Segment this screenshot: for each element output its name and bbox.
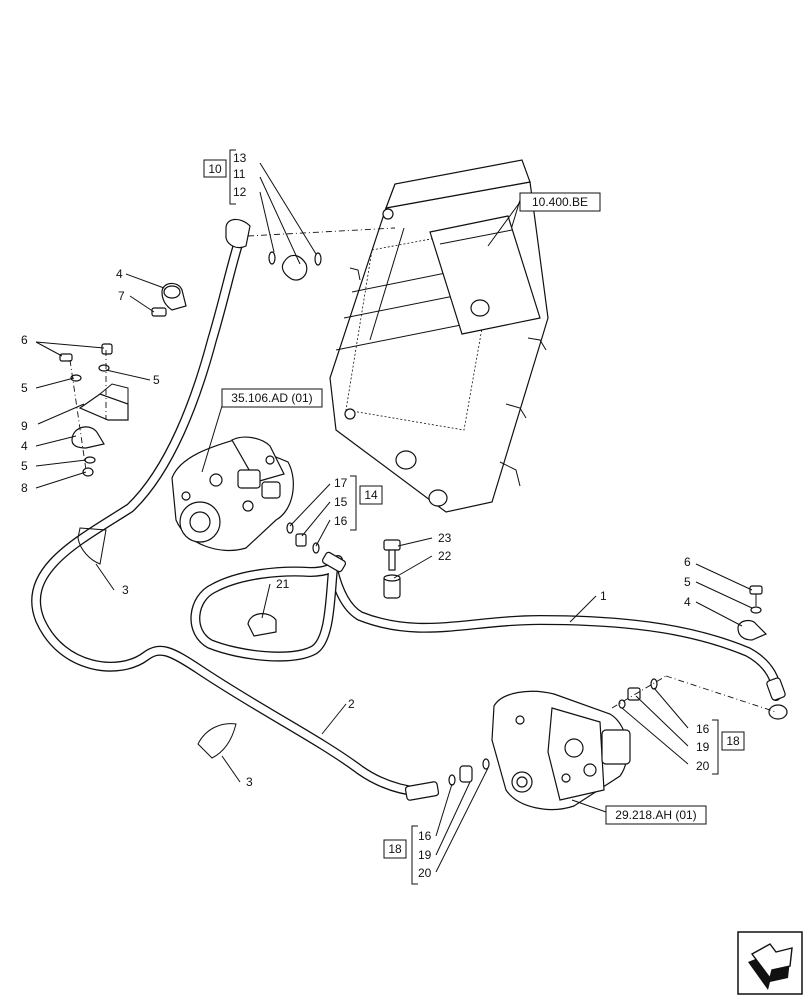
callouts: 13 11 12 4 7 6 5 5 9 4 5 8 17 15 16 23 2… [21,151,710,880]
callout-16-right: 16 [696,722,710,736]
hose-2[interactable] [31,218,440,801]
ref-front-pump[interactable]: 35.106.AD (01) [221,388,323,408]
callout-3-lower: 3 [246,775,253,789]
callout-5-lower: 5 [21,459,28,473]
ref-rear-pump[interactable]: 29.218.AH (01) [605,805,707,825]
callout-17: 17 [334,476,348,490]
front-pump[interactable] [171,436,294,552]
callout-1: 1 [600,589,607,603]
bolt-spacer[interactable] [383,539,401,599]
callout-22: 22 [438,549,452,563]
group-label-18-right: 18 [726,734,740,748]
rear-fitting-right[interactable] [611,675,777,713]
group-bracket-18-right: 18 [712,719,745,775]
callout-15: 15 [334,495,348,509]
group-bracket-18-bottom: 18 [383,825,418,885]
p-clamp-top[interactable] [151,282,187,317]
ref-front-pump-label: 35.106.AD (01) [231,391,312,405]
cable-tie-upper[interactable] [77,527,107,565]
callout-3-upper: 3 [122,583,129,597]
arrow-navigation-icon[interactable] [737,931,803,995]
callout-23: 23 [438,531,452,545]
oil-cooler [329,159,549,513]
ref-rear-pump-label: 29.218.AH (01) [615,808,696,822]
group-bracket-14: 14 [350,475,383,531]
callout-8: 8 [21,481,28,495]
callout-5-right: 5 [684,575,691,589]
hose-1[interactable] [190,551,788,720]
group-bracket-10: 10 [203,149,236,205]
callout-5-left: 5 [21,381,28,395]
callout-19-bottom: 19 [418,848,432,862]
callout-2: 2 [348,697,355,711]
leader-lines [35,162,753,873]
callout-4-top: 4 [116,267,123,281]
group-label-14: 14 [364,488,378,502]
callout-20-right: 20 [696,759,710,773]
callout-11: 11 [233,167,246,181]
callout-9: 9 [21,419,28,433]
callout-7: 7 [118,289,125,303]
ref-radiator[interactable]: 10.400.BE [519,192,601,212]
p-clamp-right[interactable] [737,585,768,641]
callout-6-right: 6 [684,555,691,569]
callout-6-left: 6 [21,333,28,347]
callout-21: 21 [276,577,290,591]
callout-20-bottom: 20 [418,866,432,880]
group-label-18-bottom: 18 [388,842,402,856]
group-label-10: 10 [208,162,222,176]
callout-12: 12 [233,185,247,199]
rear-fitting-bottom[interactable] [448,758,490,786]
elbow-fitting-group[interactable] [247,227,396,281]
callout-4-right: 4 [684,595,691,609]
callout-16-front: 16 [334,514,348,528]
callout-5-mid: 5 [153,373,160,387]
callout-16-bottom: 16 [418,829,432,843]
rear-pump[interactable] [491,690,631,811]
callout-19-right: 19 [696,740,710,754]
clamp-21[interactable] [247,613,277,637]
front-fitting-group[interactable] [286,522,320,554]
callout-4-left: 4 [21,439,28,453]
ref-radiator-label: 10.400.BE [532,195,588,209]
cable-tie-lower[interactable] [197,723,237,759]
callout-13: 13 [233,151,247,165]
